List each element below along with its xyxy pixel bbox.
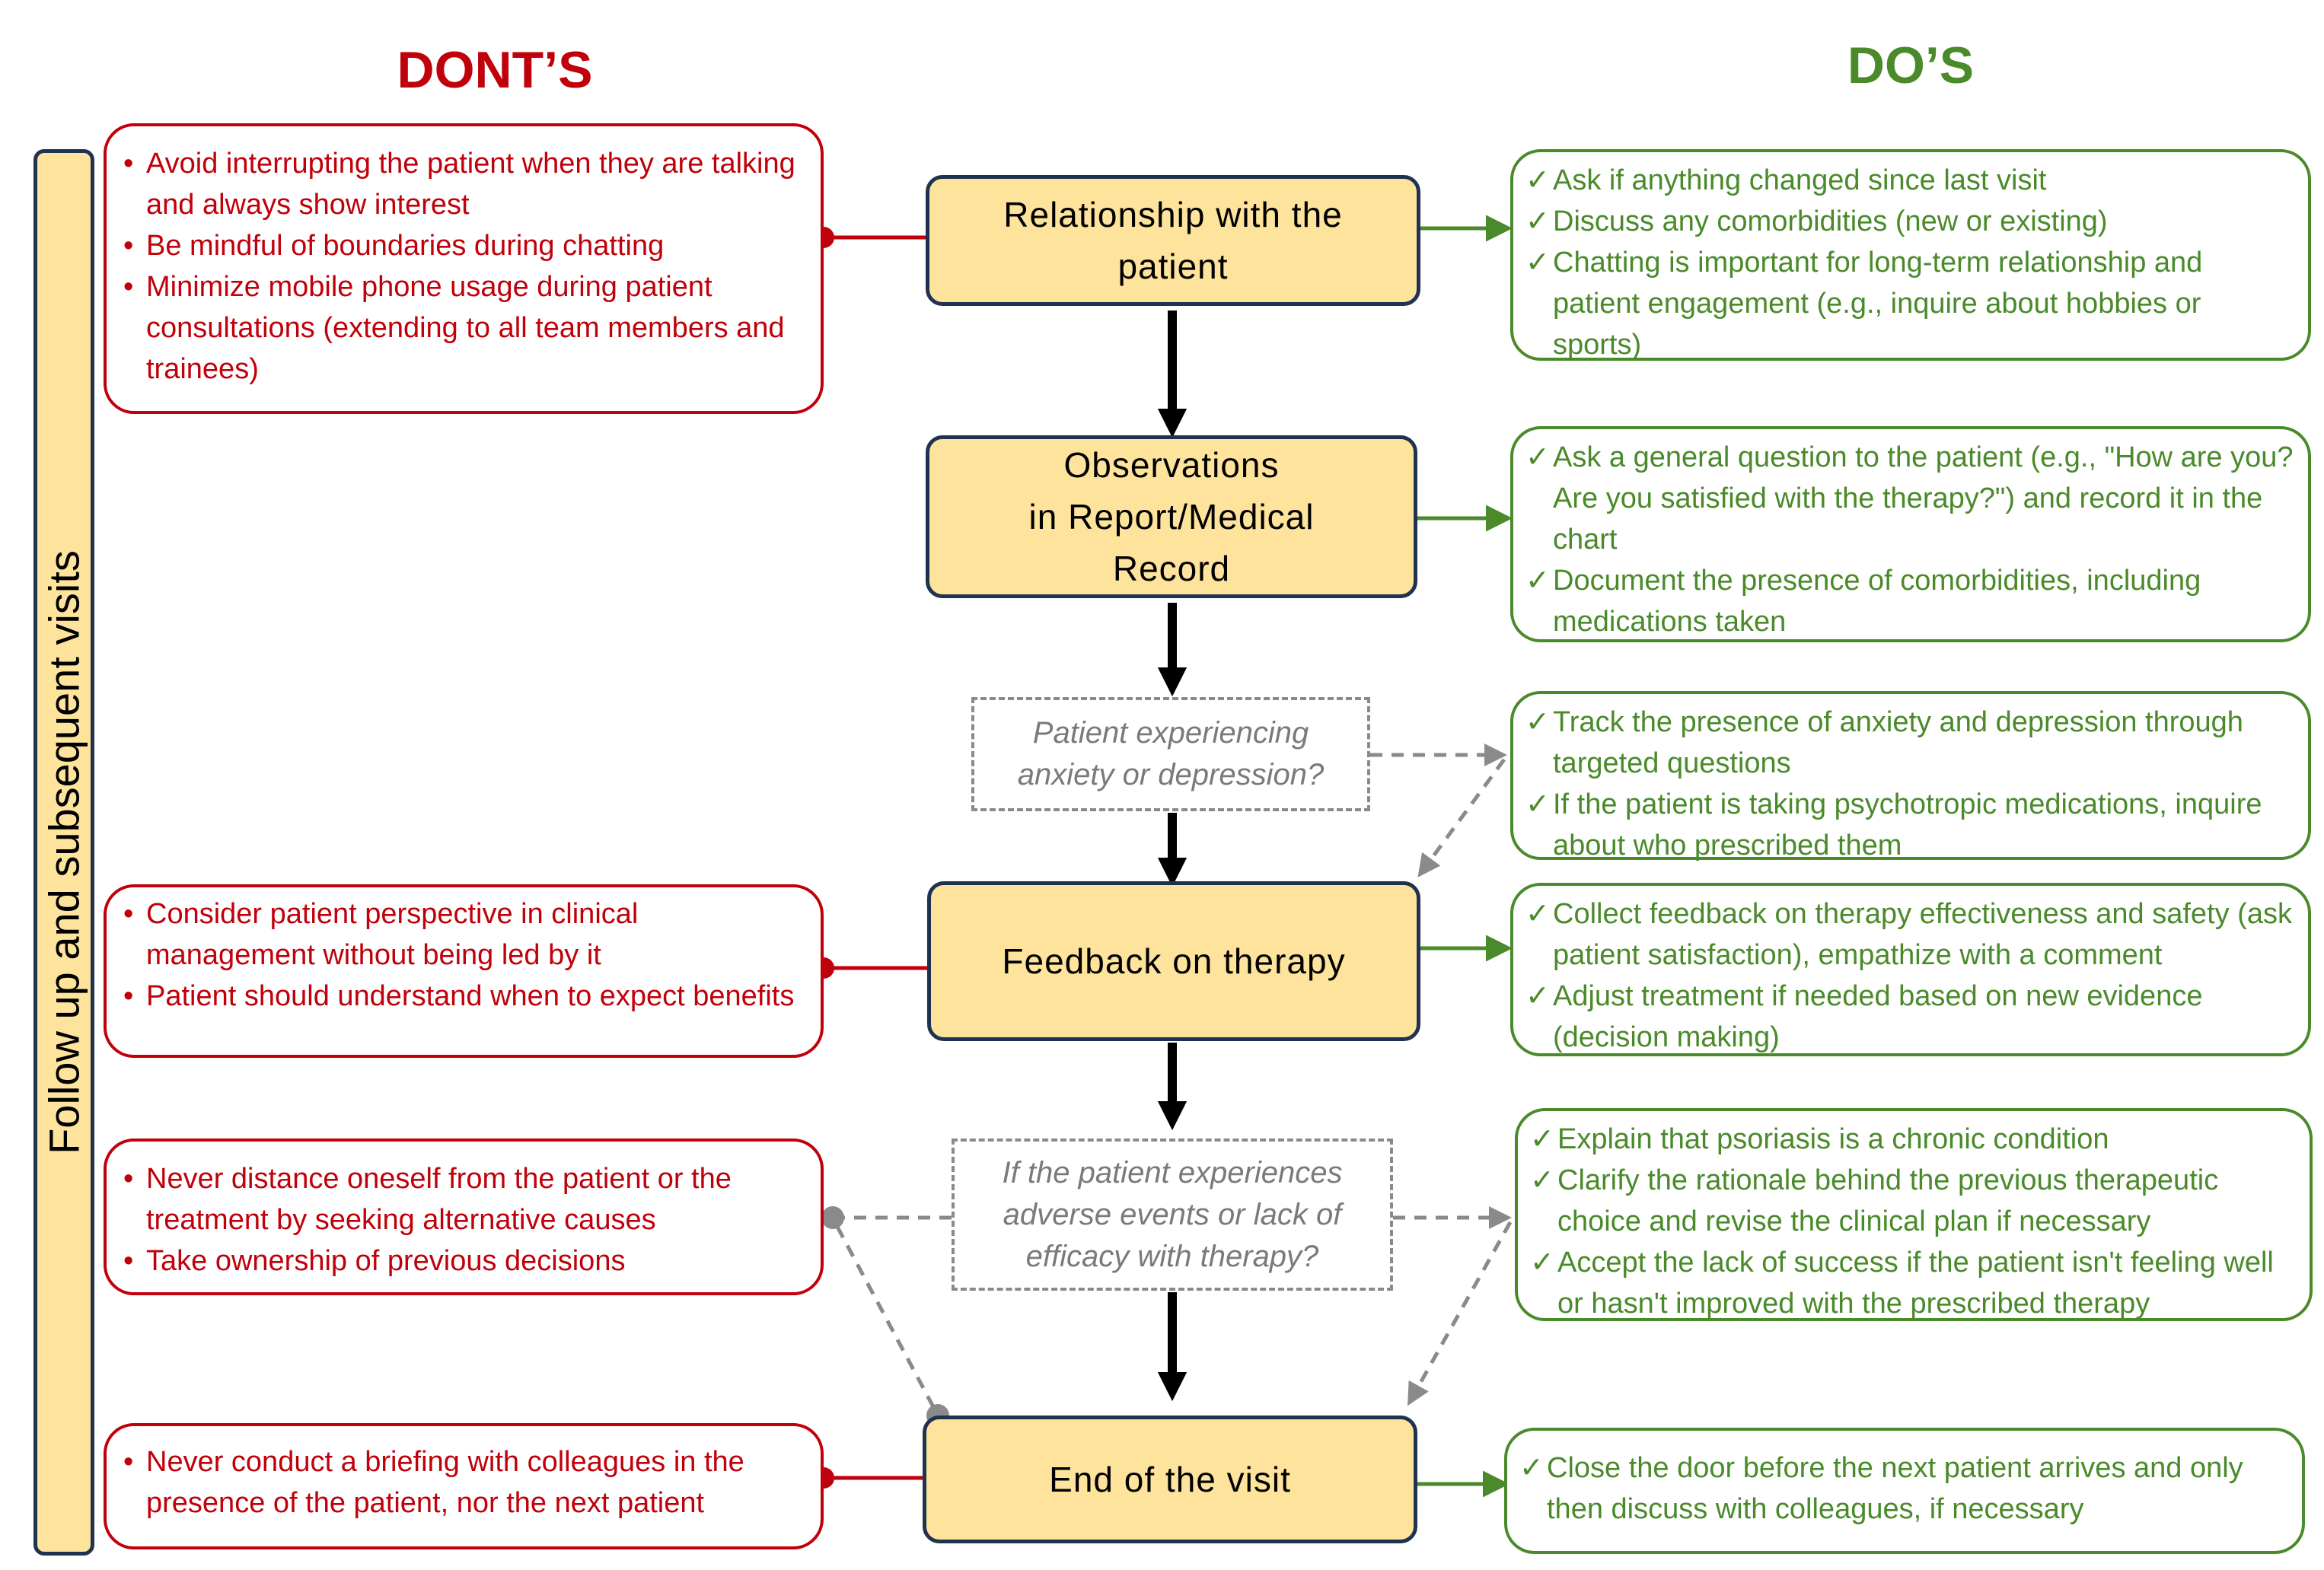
do-item: Close the door before the next patient a… bbox=[1519, 1447, 2290, 1530]
do-item: Clarify the rationale behind the previou… bbox=[1530, 1160, 2297, 1242]
do-item: Explain that psoriasis is a chronic cond… bbox=[1530, 1119, 2297, 1160]
donts-end-of-visit: Never conduct a briefing with colleagues… bbox=[104, 1423, 824, 1549]
dashed-donts-to-end bbox=[835, 1225, 939, 1414]
do-item: Collect feedback on therapy effectivenes… bbox=[1525, 893, 2296, 976]
dos-relationship: Ask if anything changed since last visit… bbox=[1510, 149, 2311, 361]
side-bar-label: Follow up and subsequent visits bbox=[40, 550, 88, 1154]
decision-line: anxiety or depression? bbox=[1017, 758, 1325, 791]
step-feedback: Feedback on therapy bbox=[927, 881, 1420, 1041]
step-line: Feedback on therapy bbox=[1002, 941, 1346, 981]
step-relationship: Relationship with the patient bbox=[926, 175, 1420, 306]
decision-line: adverse events or lack of bbox=[1003, 1197, 1342, 1231]
donts-feedback: Consider patient perspective in clinical… bbox=[104, 884, 824, 1058]
dos-end-of-visit: Close the door before the next patient a… bbox=[1504, 1428, 2305, 1554]
donts-heading: DONT’S bbox=[397, 41, 593, 99]
donts-adverse: Never distance oneself from the patient … bbox=[104, 1138, 824, 1295]
dos-feedback: Collect feedback on therapy effectivenes… bbox=[1510, 883, 2311, 1056]
dashed-dos-to-end bbox=[1407, 1221, 1513, 1406]
side-bar: Follow up and subsequent visits bbox=[33, 149, 94, 1556]
do-item: Accept the lack of success if the patien… bbox=[1530, 1242, 2297, 1324]
step-line: Record bbox=[1112, 549, 1231, 588]
dos-heading: DO’S bbox=[1847, 37, 1975, 94]
dont-item: Never distance oneself from the patient … bbox=[122, 1158, 799, 1240]
dos-anxiety: Track the presence of anxiety and depres… bbox=[1510, 691, 2311, 861]
do-item: Ask if anything changed since last visit bbox=[1525, 160, 2296, 201]
step-line: in Report/Medical bbox=[1028, 497, 1315, 537]
decision-adverse-events: If the patient experiences adverse events… bbox=[952, 1138, 1393, 1291]
do-item: Ask a general question to the patient (e… bbox=[1525, 437, 2296, 560]
do-item: Document the presence of comorbidities, … bbox=[1525, 560, 2296, 642]
decision-line: If the patient experiences bbox=[1002, 1155, 1343, 1189]
dont-item: Never conduct a briefing with colleagues… bbox=[122, 1441, 799, 1524]
dont-item: Minimize mobile phone usage during patie… bbox=[122, 266, 799, 390]
dont-item: Take ownership of previous decisions bbox=[122, 1240, 799, 1282]
step-line: Relationship with the bbox=[1003, 195, 1343, 234]
do-item: Track the presence of anxiety and depres… bbox=[1525, 702, 2296, 784]
step-line: patient bbox=[1117, 247, 1229, 286]
do-item: Discuss any comorbidities (new or existi… bbox=[1525, 201, 2296, 242]
do-item: If the patient is taking psychotropic me… bbox=[1525, 784, 2296, 866]
decision-anxiety: Patient experiencing anxiety or depressio… bbox=[971, 697, 1370, 811]
dos-observations: Ask a general question to the patient (e… bbox=[1510, 426, 2311, 642]
dont-item: Patient should understand when to expect… bbox=[122, 976, 799, 1017]
dont-item: Consider patient perspective in clinical… bbox=[122, 893, 799, 976]
dos-adverse: Explain that psoriasis is a chronic cond… bbox=[1515, 1108, 2313, 1321]
do-item: Adjust treatment if needed based on new … bbox=[1525, 976, 2296, 1058]
decision-line: Patient experiencing bbox=[1032, 716, 1309, 750]
step-end-of-visit: End of the visit bbox=[923, 1416, 1417, 1543]
donts-relationship: Avoid interrupting the patient when they… bbox=[104, 123, 824, 414]
dont-item: Be mindful of boundaries during chatting bbox=[122, 225, 799, 266]
step-line: End of the visit bbox=[1049, 1460, 1291, 1499]
dont-item: Avoid interrupting the patient when they… bbox=[122, 143, 799, 225]
decision-line: efficacy with therapy? bbox=[1025, 1239, 1319, 1273]
do-item: Chatting is important for long-term rela… bbox=[1525, 242, 2296, 365]
dot-adverse-donts bbox=[821, 1206, 844, 1229]
dashed-dos-to-feedback bbox=[1417, 758, 1506, 877]
step-line: Observations bbox=[1063, 445, 1280, 485]
